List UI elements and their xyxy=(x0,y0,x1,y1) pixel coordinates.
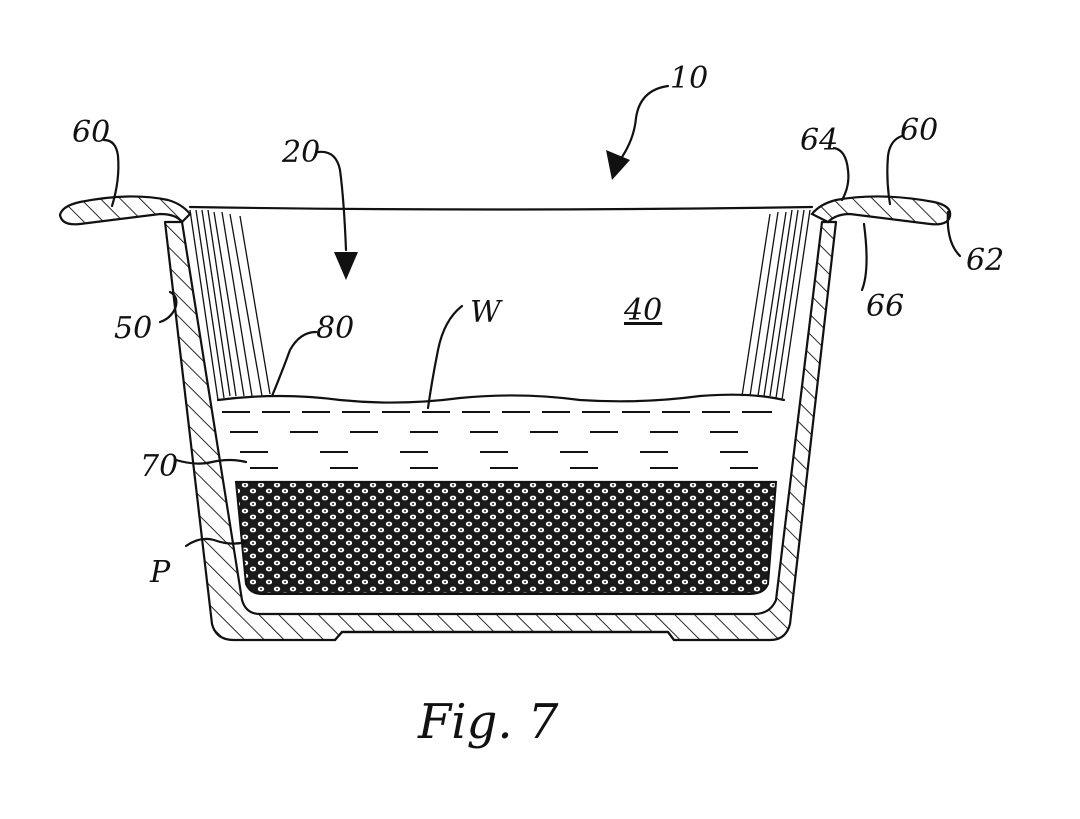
label-70: 70 xyxy=(140,449,178,484)
leader-lines xyxy=(102,134,962,548)
label-W: W xyxy=(470,295,503,330)
label-64: 64 xyxy=(800,123,838,158)
label-10: 10 xyxy=(670,61,708,96)
label-P: P xyxy=(149,555,171,590)
flange-right xyxy=(810,195,952,226)
label-40: 40 xyxy=(623,293,662,328)
label-60-left: 60 xyxy=(72,115,110,150)
label-80: 80 xyxy=(316,311,354,346)
powder-layer xyxy=(234,481,778,595)
water-layer xyxy=(216,393,786,484)
inner-wall-shading-left xyxy=(189,209,271,401)
arrow-20 xyxy=(316,150,358,280)
arrow-10 xyxy=(606,84,670,180)
label-50: 50 xyxy=(114,311,152,346)
rim-line xyxy=(188,205,814,211)
label-60-right: 60 xyxy=(900,113,938,148)
inner-wall-shading-right xyxy=(741,209,811,401)
label-66: 66 xyxy=(866,289,904,324)
figure-caption: Fig. 7 xyxy=(417,694,559,750)
label-62: 62 xyxy=(966,243,1004,278)
cup-wall xyxy=(163,220,838,642)
label-20: 20 xyxy=(281,135,320,170)
flange-left xyxy=(58,195,192,226)
